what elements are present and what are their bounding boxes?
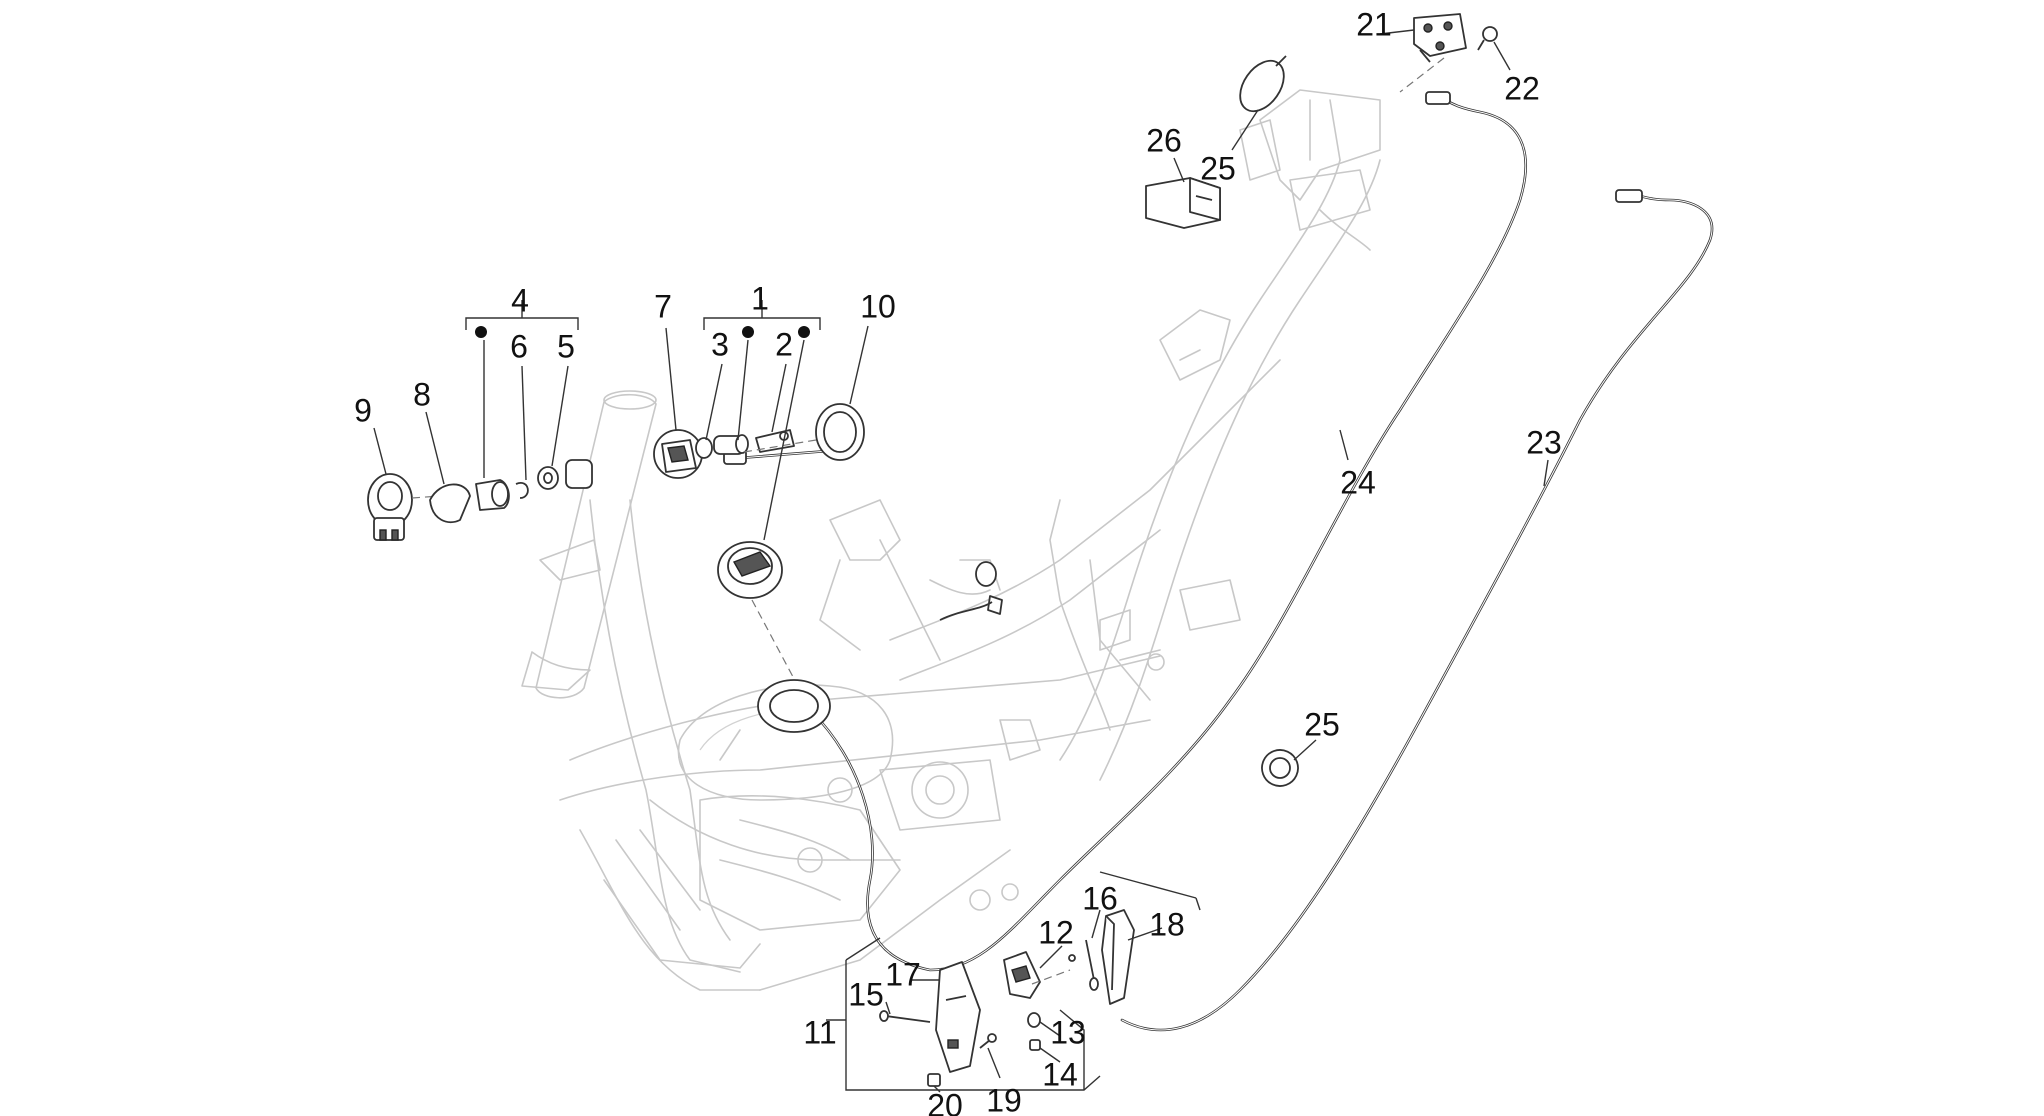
part-10-clamp bbox=[743, 403, 865, 461]
callout-7: 7 bbox=[654, 288, 672, 324]
callout-6: 6 bbox=[510, 328, 528, 364]
part-12-guide bbox=[1003, 951, 1071, 999]
part-connector bbox=[939, 561, 1003, 621]
callout-9: 9 bbox=[354, 392, 372, 428]
callout-21: 21 bbox=[1356, 6, 1392, 42]
callout-14: 14 bbox=[1042, 1056, 1078, 1092]
callout-23: 23 bbox=[1526, 424, 1562, 460]
callout-25: 25 bbox=[1200, 150, 1236, 186]
brackets bbox=[465, 300, 1201, 1091]
part-5-ring bbox=[537, 459, 593, 490]
part-25-tie-bottom bbox=[1261, 749, 1299, 787]
callout-1: 1 bbox=[751, 280, 769, 316]
callout-2: 2 bbox=[775, 326, 793, 362]
part-20-nut bbox=[927, 1073, 941, 1087]
part-22-screw bbox=[1399, 26, 1498, 93]
part-13-washer bbox=[1027, 1012, 1041, 1028]
part-17-lever bbox=[935, 961, 981, 1073]
part-3-clip bbox=[695, 437, 713, 459]
part-filler-neck bbox=[757, 679, 831, 733]
callout-10: 10 bbox=[860, 288, 896, 324]
part-18-cover bbox=[1101, 909, 1135, 1005]
callout-11: 11 bbox=[803, 1014, 836, 1050]
callout-15: 15 bbox=[848, 976, 884, 1012]
bullet-dot bbox=[742, 326, 754, 338]
bullet-dot bbox=[475, 326, 487, 338]
part-6-spring bbox=[515, 481, 529, 499]
callout-26: 26 bbox=[1146, 122, 1182, 158]
part-25-tie-top bbox=[1239, 55, 1287, 113]
part-4-cylinder bbox=[475, 479, 510, 511]
callout-12: 12 bbox=[1038, 914, 1074, 950]
callout-18: 18 bbox=[1149, 906, 1185, 942]
part-26-cover bbox=[1145, 177, 1221, 229]
part-fuel-cap bbox=[717, 541, 801, 691]
part-14-nut bbox=[1029, 1039, 1041, 1051]
leader-lines bbox=[373, 29, 1549, 1093]
scooter-frame bbox=[521, 89, 1381, 991]
callout-22: 22 bbox=[1504, 70, 1540, 106]
callout-25: 25 bbox=[1304, 706, 1340, 742]
part-9-switch bbox=[367, 473, 441, 541]
part-21-seat-lock bbox=[1413, 13, 1467, 63]
callout-labels: 1234567891011121314151617181920212223242… bbox=[354, 6, 1562, 1116]
bullet-dot bbox=[798, 326, 810, 338]
cable-23 bbox=[1120, 189, 1714, 1032]
part-8-cover bbox=[429, 483, 471, 524]
cable-24 bbox=[801, 91, 1528, 972]
callout-17: 17 bbox=[885, 956, 921, 992]
callout-16: 16 bbox=[1082, 880, 1118, 916]
callout-5: 5 bbox=[557, 328, 575, 364]
part-15-pin bbox=[879, 1010, 931, 1023]
callout-13: 13 bbox=[1050, 1014, 1086, 1050]
callout-8: 8 bbox=[413, 376, 431, 412]
callout-3: 3 bbox=[711, 326, 729, 362]
part-16-cable-end bbox=[1068, 939, 1099, 991]
callout-19: 19 bbox=[986, 1082, 1022, 1116]
callout-4: 4 bbox=[511, 282, 529, 318]
callout-20: 20 bbox=[927, 1087, 963, 1116]
part-7-housing bbox=[653, 429, 703, 479]
callout-24: 24 bbox=[1340, 464, 1376, 500]
part-19-screw bbox=[979, 1033, 997, 1049]
